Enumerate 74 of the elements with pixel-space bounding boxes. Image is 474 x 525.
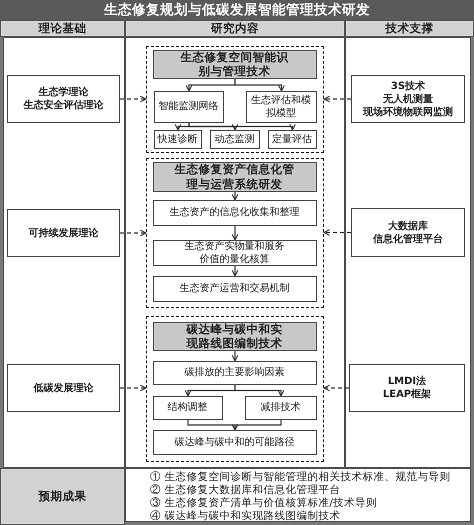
section-header [152,162,316,192]
dashed-arrow [323,96,351,102]
node-text: LEAP框架 [382,388,432,401]
dashed-arrow [120,230,147,236]
node-text: 生态评估和模拟模型 [250,94,312,120]
process-box [268,130,316,148]
process-box [152,360,316,384]
process-box [246,90,316,122]
column-header: 技术支撑 [345,20,474,37]
node-text: 动态监测 [214,132,254,146]
node-text: 生态资产的信息化收集和整理 [170,206,300,219]
arrow [232,420,282,431]
dashed-arrow [323,229,351,236]
arrow [234,79,285,92]
theory-box [349,364,465,412]
theory-box [7,209,120,257]
node-text: 大数据库 [388,220,428,232]
node-text: 碳达峰与碳中和的可能路径 [174,436,294,448]
arrow [232,192,238,201]
list-item: ③ 生态修复资产清单与价值核算标准/技术导则 [150,497,377,510]
process-box [152,200,316,226]
node-text: 3S技术 [390,80,426,92]
process-box [152,240,316,266]
section-title: 生态修复空间智能识别与管理技术 [179,50,290,78]
list-item: ④ 碳达峰与碳中和实现路线图编制技术 [150,510,340,523]
process-box [210,130,260,148]
title-bar: 生态修复规划与低碳发展智能管理技术研发 [0,0,474,20]
node-text: 可持续发展理论 [28,226,98,240]
theory-box [7,364,120,412]
arrow [232,266,238,277]
list-item: ② 生态修复大数据库和信息化管理平台 [150,484,340,497]
dashed-group-frame [146,316,324,462]
node-text: 生态学理论 [38,86,88,99]
section-header [152,322,316,350]
theory-box [351,208,465,257]
process-box [154,130,202,148]
dashed-arrow [120,384,147,392]
node-text: 减排技术 [260,401,300,414]
process-box [244,396,316,420]
section-title: 生态修复资产信息化管理与运营系统研发 [173,162,296,191]
process-box [154,90,224,122]
section-title: 碳达峰与碳中和实现路线图编制技术 [185,322,284,350]
dashed-arrow [120,96,147,102]
process-box [152,276,316,302]
list-item: ① 生态修复空间诊断与智能管理的相关技术标准、规范与导则 [150,471,450,484]
node-text: 信息化管理平台 [373,232,443,246]
node-text: LMDI法 [388,375,426,388]
node-text: 无人机测量 [383,92,433,106]
column-header: 理论基础 [0,20,125,37]
arrow [232,351,238,362]
arrow [234,385,284,397]
process-box [152,430,316,454]
dashed-group-frame [146,46,324,153]
process-box [152,396,222,420]
node-text: 低碳发展理论 [34,382,94,394]
arrow [174,123,190,131]
dashed-group-frame [146,158,324,308]
theory-box [7,75,120,123]
column-header: 研究内容 [125,20,345,37]
node-text: 现场环境物联网监测 [363,106,453,118]
node-text: 定量评估 [272,132,312,146]
arrow [232,226,238,241]
node-text: 碳排放的主要影响因素 [184,366,284,379]
theory-box [351,75,465,123]
node-text: 生态安全评估理论 [24,99,104,112]
section-header [152,50,316,78]
arrow [188,123,296,131]
node-text: 生态资产运营和交易机制 [180,282,290,295]
node-text: 生态资产实物量和服务价值的量化核算 [184,240,286,266]
node-text: 结构调整 [168,401,208,414]
node-text: 快速诊断 [158,132,198,146]
dashed-arrow [323,384,349,392]
row-header: 预期成果 [0,468,125,525]
node-text: 智能监测网络 [158,100,218,113]
